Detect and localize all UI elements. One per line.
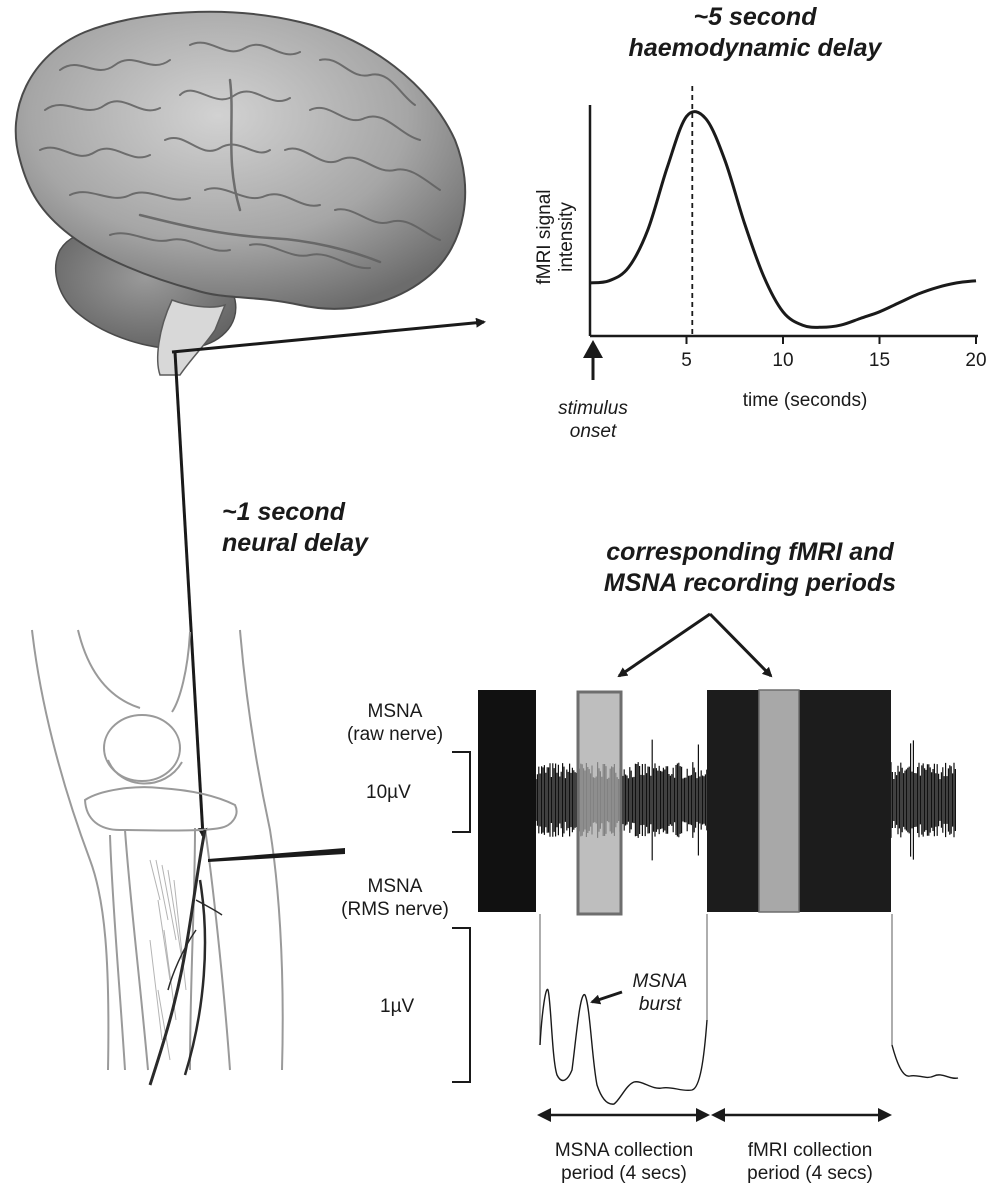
burst-arrow bbox=[590, 990, 623, 1005]
nerve-branch bbox=[183, 879, 207, 1076]
rms-nerve-label: MSNA (RMS nerve) bbox=[325, 875, 465, 921]
corresponding-arrow-left bbox=[617, 612, 711, 678]
stimulus-onset-label: stimulus onset bbox=[538, 397, 648, 443]
raw-label-line-2: (raw nerve) bbox=[346, 724, 444, 745]
stimulus-arrow bbox=[583, 340, 603, 380]
msna-period-line-1: MSNA collection bbox=[554, 1140, 694, 1161]
chart-x-ticks bbox=[685, 336, 977, 344]
msna-collection-label: MSNA collection period (4 secs) bbox=[524, 1139, 724, 1185]
neural-line-2: neural delay bbox=[222, 529, 368, 557]
neural-delay-label: ~1 second neural delay bbox=[222, 497, 368, 559]
x-tick-label: 20 bbox=[965, 350, 986, 371]
x-tick-label: 15 bbox=[868, 350, 891, 371]
rms-scale-bracket bbox=[452, 927, 471, 1083]
fmri-grey-band bbox=[758, 689, 800, 913]
brain-to-chart-arrow bbox=[171, 317, 486, 354]
msna-period-line-2: period (4 secs) bbox=[561, 1163, 687, 1184]
raw-nerve-label: MSNA (raw nerve) bbox=[330, 700, 460, 746]
kneecap bbox=[103, 714, 181, 782]
msna-period-arrow bbox=[537, 1108, 710, 1122]
leg-illustration bbox=[31, 629, 284, 1086]
msna-period-box bbox=[576, 690, 623, 916]
raw-label-line-1: MSNA bbox=[367, 701, 423, 722]
rms-label-line-1: MSNA bbox=[367, 876, 423, 897]
brain-gyri bbox=[39, 41, 441, 270]
neural-line-1: ~1 second bbox=[222, 498, 345, 526]
rms-scale-label: 1µV bbox=[380, 996, 415, 1017]
msna-grey-band bbox=[578, 692, 621, 914]
electrode-needle bbox=[208, 848, 345, 862]
haemo-line-1: ~5 second bbox=[693, 3, 817, 31]
corresponding-line-2: MSNA recording periods bbox=[603, 569, 897, 597]
rms-label-line-2: (RMS nerve) bbox=[341, 899, 449, 920]
x-tick-label: 10 bbox=[772, 350, 794, 371]
haemodynamic-delay-label: ~5 second haemodynamic delay bbox=[595, 2, 915, 64]
raw-noise-segment-right bbox=[890, 740, 956, 860]
raw-scale-label: 10µV bbox=[366, 782, 411, 803]
raw-nerve-trace bbox=[478, 689, 956, 916]
corresponding-line-1: corresponding fMRI and bbox=[606, 538, 894, 566]
hrf-curve bbox=[589, 110, 977, 329]
burst-line-1: MSNA bbox=[632, 971, 688, 992]
fmri-period-arrow bbox=[711, 1108, 892, 1122]
raw-scale-bracket bbox=[452, 751, 471, 833]
fmri-collection-label: fMRI collection period (4 secs) bbox=[715, 1139, 905, 1185]
fmri-period-line-2: period (4 secs) bbox=[747, 1163, 873, 1184]
chart-x-label: time (seconds) bbox=[742, 390, 868, 411]
muscle-hatching bbox=[149, 859, 187, 1061]
x-tick-label: 5 bbox=[681, 350, 692, 371]
stimulus-line-1: stimulus bbox=[558, 398, 628, 419]
corresponding-periods-label: corresponding fMRI and MSNA recording pe… bbox=[560, 537, 940, 599]
raw-block-left bbox=[478, 690, 536, 912]
ylabel-line-2: intensity bbox=[556, 202, 577, 272]
neural-delay-arrow bbox=[173, 351, 208, 838]
burst-line-2: burst bbox=[638, 994, 682, 1015]
brain-illustration bbox=[14, 10, 467, 376]
fibular-nerve bbox=[148, 829, 207, 1086]
stimulus-line-2: onset bbox=[569, 421, 617, 442]
haemo-line-2: haemodynamic delay bbox=[628, 34, 882, 62]
rms-nerve-trace bbox=[539, 914, 959, 1105]
fmri-chart bbox=[583, 86, 978, 380]
chart-y-label: fMRI signal intensity bbox=[534, 157, 582, 317]
corresponding-arrow-right bbox=[708, 612, 773, 678]
fmri-period-line-1: fMRI collection bbox=[747, 1140, 873, 1161]
msna-burst-label: MSNA burst bbox=[615, 970, 705, 1016]
ylabel-line-1: fMRI signal bbox=[534, 189, 555, 285]
